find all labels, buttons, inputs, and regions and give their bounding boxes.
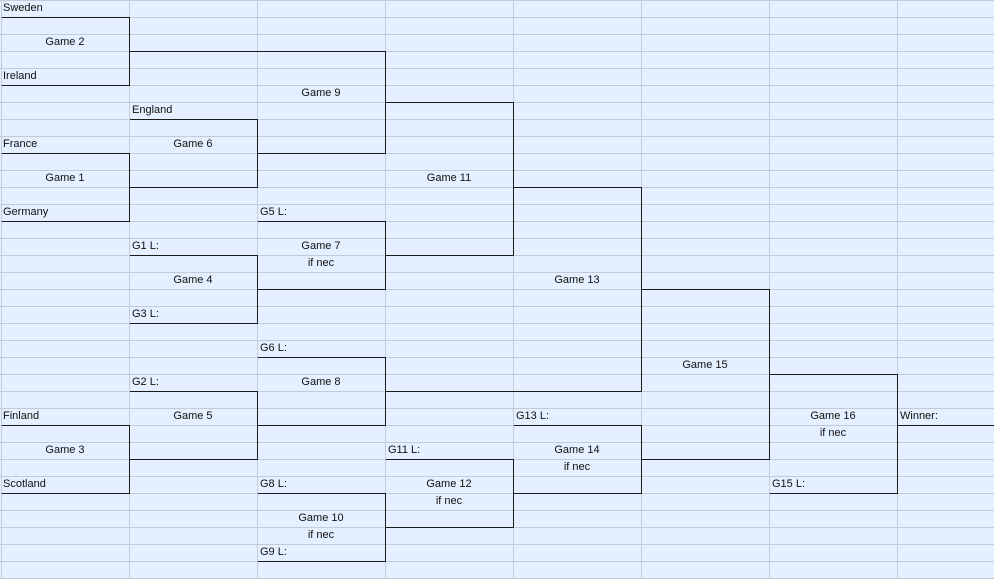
game-1-label[interactable]: Game 1 bbox=[45, 172, 85, 184]
bracket-game-7 bbox=[258, 221, 386, 290]
game-6-label[interactable]: Game 6 bbox=[173, 138, 213, 150]
game-12-if-nec[interactable]: if nec bbox=[435, 495, 463, 507]
game-15-loser-slot[interactable]: G15 L: bbox=[772, 478, 806, 490]
game-11-loser-slot[interactable]: G11 L: bbox=[388, 444, 421, 456]
team-sweden[interactable]: Sweden bbox=[3, 2, 43, 14]
bracket-game-6 bbox=[130, 119, 258, 188]
bracket-game-3 bbox=[2, 425, 130, 494]
game-9-loser-slot[interactable]: G9 L: bbox=[260, 546, 287, 558]
game-8-label[interactable]: Game 8 bbox=[301, 376, 341, 388]
game-2-loser-slot[interactable]: G2 L: bbox=[132, 376, 159, 388]
game-9-label[interactable]: Game 9 bbox=[301, 87, 341, 99]
game-3-label[interactable]: Game 3 bbox=[45, 444, 85, 456]
game-12-label[interactable]: Game 12 bbox=[426, 478, 472, 490]
team-france[interactable]: France bbox=[3, 138, 38, 150]
team-scotland[interactable]: Scotland bbox=[3, 478, 46, 490]
game-7-if-nec[interactable]: if nec bbox=[307, 257, 335, 269]
team-ireland[interactable]: Ireland bbox=[3, 70, 37, 82]
bracket-game-12 bbox=[386, 459, 514, 528]
game-16-if-nec[interactable]: if nec bbox=[819, 427, 847, 439]
bracket-game-14 bbox=[514, 425, 642, 494]
bracket-game-9 bbox=[130, 51, 386, 154]
game-14-if-nec[interactable]: if nec bbox=[563, 461, 591, 473]
team-finland[interactable]: Finland bbox=[3, 410, 40, 422]
game-13-loser-slot[interactable]: G13 L: bbox=[516, 410, 550, 422]
game-1-loser-slot[interactable]: G1 L: bbox=[132, 240, 159, 252]
team-england[interactable]: England bbox=[132, 104, 173, 116]
bracket-game-10 bbox=[258, 493, 386, 562]
game-11-label[interactable]: Game 11 bbox=[426, 172, 472, 184]
bracket-game-2 bbox=[2, 17, 130, 86]
game-5-label[interactable]: Game 5 bbox=[173, 410, 213, 422]
game-4-label[interactable]: Game 4 bbox=[173, 274, 213, 286]
game-14-label[interactable]: Game 14 bbox=[554, 444, 600, 456]
game-7-label[interactable]: Game 7 bbox=[301, 240, 341, 252]
game-2-label[interactable]: Game 2 bbox=[45, 36, 85, 48]
team-germany[interactable]: Germany bbox=[3, 206, 49, 218]
game-3-loser-slot[interactable]: G3 L: bbox=[132, 308, 159, 320]
bracket-game-15 bbox=[642, 289, 770, 460]
bracket-game-8 bbox=[258, 357, 386, 426]
bracket-game-4 bbox=[130, 255, 258, 324]
game-15-label[interactable]: Game 15 bbox=[682, 359, 728, 371]
bracket-game-11 bbox=[386, 102, 514, 256]
bracket-game-13 bbox=[386, 187, 642, 392]
game-16-label[interactable]: Game 16 bbox=[810, 410, 856, 422]
game-5-loser-slot[interactable]: G5 L: bbox=[260, 206, 287, 218]
game-13-label[interactable]: Game 13 bbox=[554, 274, 600, 286]
game-10-label[interactable]: Game 10 bbox=[298, 512, 344, 524]
game-6-loser-slot[interactable]: G6 L: bbox=[260, 342, 287, 354]
game-8-loser-slot[interactable]: G8 L: bbox=[260, 478, 287, 490]
bracket-game-1 bbox=[2, 153, 130, 222]
bracket-game-5 bbox=[130, 391, 258, 460]
game-10-if-nec[interactable]: if nec bbox=[307, 529, 335, 541]
bracket-game-16 bbox=[770, 374, 898, 494]
winner-label[interactable]: Winner: bbox=[900, 410, 938, 422]
